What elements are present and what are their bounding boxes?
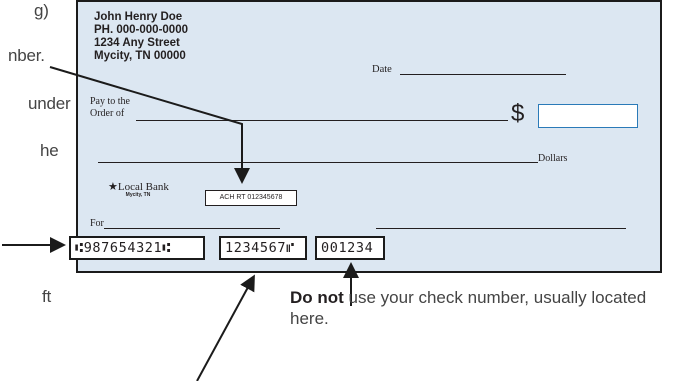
memo-line — [104, 228, 280, 229]
holder-phone: PH. 000-000-0000 — [94, 24, 188, 36]
star-icon: ★ — [108, 181, 118, 193]
callout-text: use your check number, usually located h… — [290, 288, 647, 328]
ach-routing-box: ACH RT 012345678 — [205, 190, 297, 206]
account-holder-block: John Henry Doe PH. 000-000-0000 1234 Any… — [94, 11, 188, 63]
date-label: Date — [372, 64, 392, 75]
bank-city: Mycity, TN — [125, 192, 151, 198]
micr-check-number: 001234 — [315, 236, 385, 260]
holder-street: 1234 Any Street — [94, 37, 180, 49]
left-text-fragment-3: under — [28, 94, 71, 113]
date-line — [400, 74, 566, 75]
written-amount-line — [98, 162, 538, 163]
left-text-fragment-4: he — [40, 141, 59, 160]
callout-bold: Do not — [290, 288, 344, 307]
arrow-to-account-number — [196, 274, 255, 381]
holder-city: Mycity, TN 00000 — [94, 50, 186, 62]
sample-check: John Henry Doe PH. 000-000-0000 1234 Any… — [69, 0, 662, 273]
left-text-fragment-2: nber. — [8, 46, 45, 65]
signature-line — [376, 228, 626, 229]
pay-to-label-line1: Pay to the — [90, 96, 130, 107]
bank-logo: ★Local Bank Mycity, TN — [108, 180, 169, 198]
dollar-sign: $ — [511, 100, 525, 127]
micr-account-number: 1234567⑈ — [219, 236, 307, 260]
holder-name: John Henry Doe — [94, 11, 183, 23]
left-text-fragment-5: ft — [42, 287, 52, 306]
pay-to-label-line2: Order of — [90, 108, 125, 119]
payee-line — [136, 120, 508, 121]
bank-name: ★Local Bank — [108, 181, 169, 193]
memo-label: For — [90, 218, 104, 229]
dollars-label: Dollars — [538, 153, 568, 164]
amount-box[interactable] — [538, 104, 638, 128]
left-text-fragment-1: g) — [34, 1, 49, 20]
check-number-callout: Do not use your check number, usually lo… — [290, 287, 678, 329]
micr-routing-number: ⑆987654321⑆ — [69, 236, 205, 260]
